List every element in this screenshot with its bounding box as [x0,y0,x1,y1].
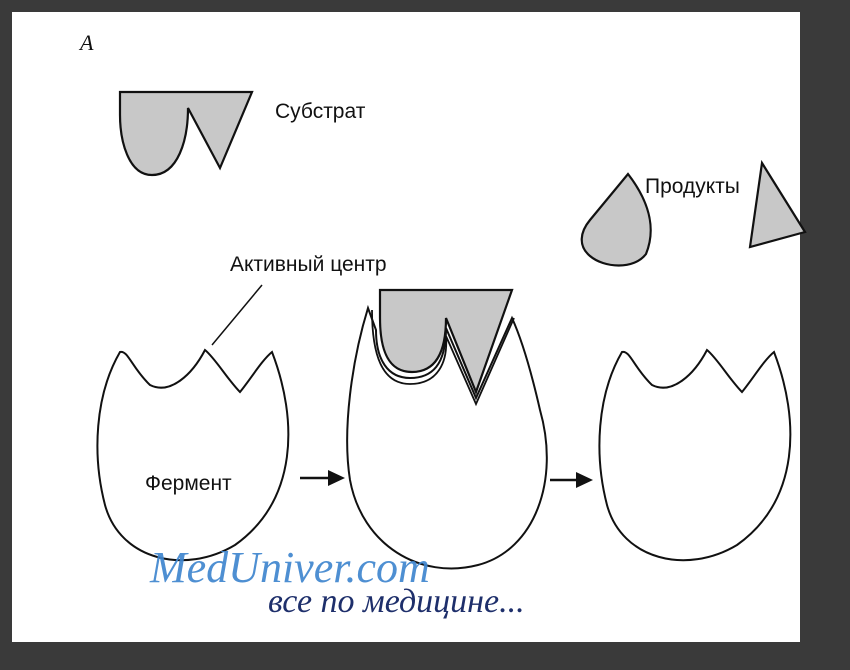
active-site-leader-line [212,285,262,345]
substrate-label: Субстрат [275,100,366,123]
watermark-tagline: все по медицине... [268,583,525,620]
substrate [120,92,252,175]
enzyme-released [599,350,790,560]
reaction-arrow-1 [300,470,345,486]
reaction-arrow-2 [550,472,593,488]
products-label: Продукты [645,175,740,198]
product-triangle-shape [750,163,805,247]
enzyme-free [97,350,288,560]
panel-label: А [78,30,94,55]
product-rounded-shape [582,174,651,266]
substrate-shape [120,92,252,175]
active-site-label: Активный центр [230,253,387,276]
enzyme-label: Фермент [145,472,232,495]
